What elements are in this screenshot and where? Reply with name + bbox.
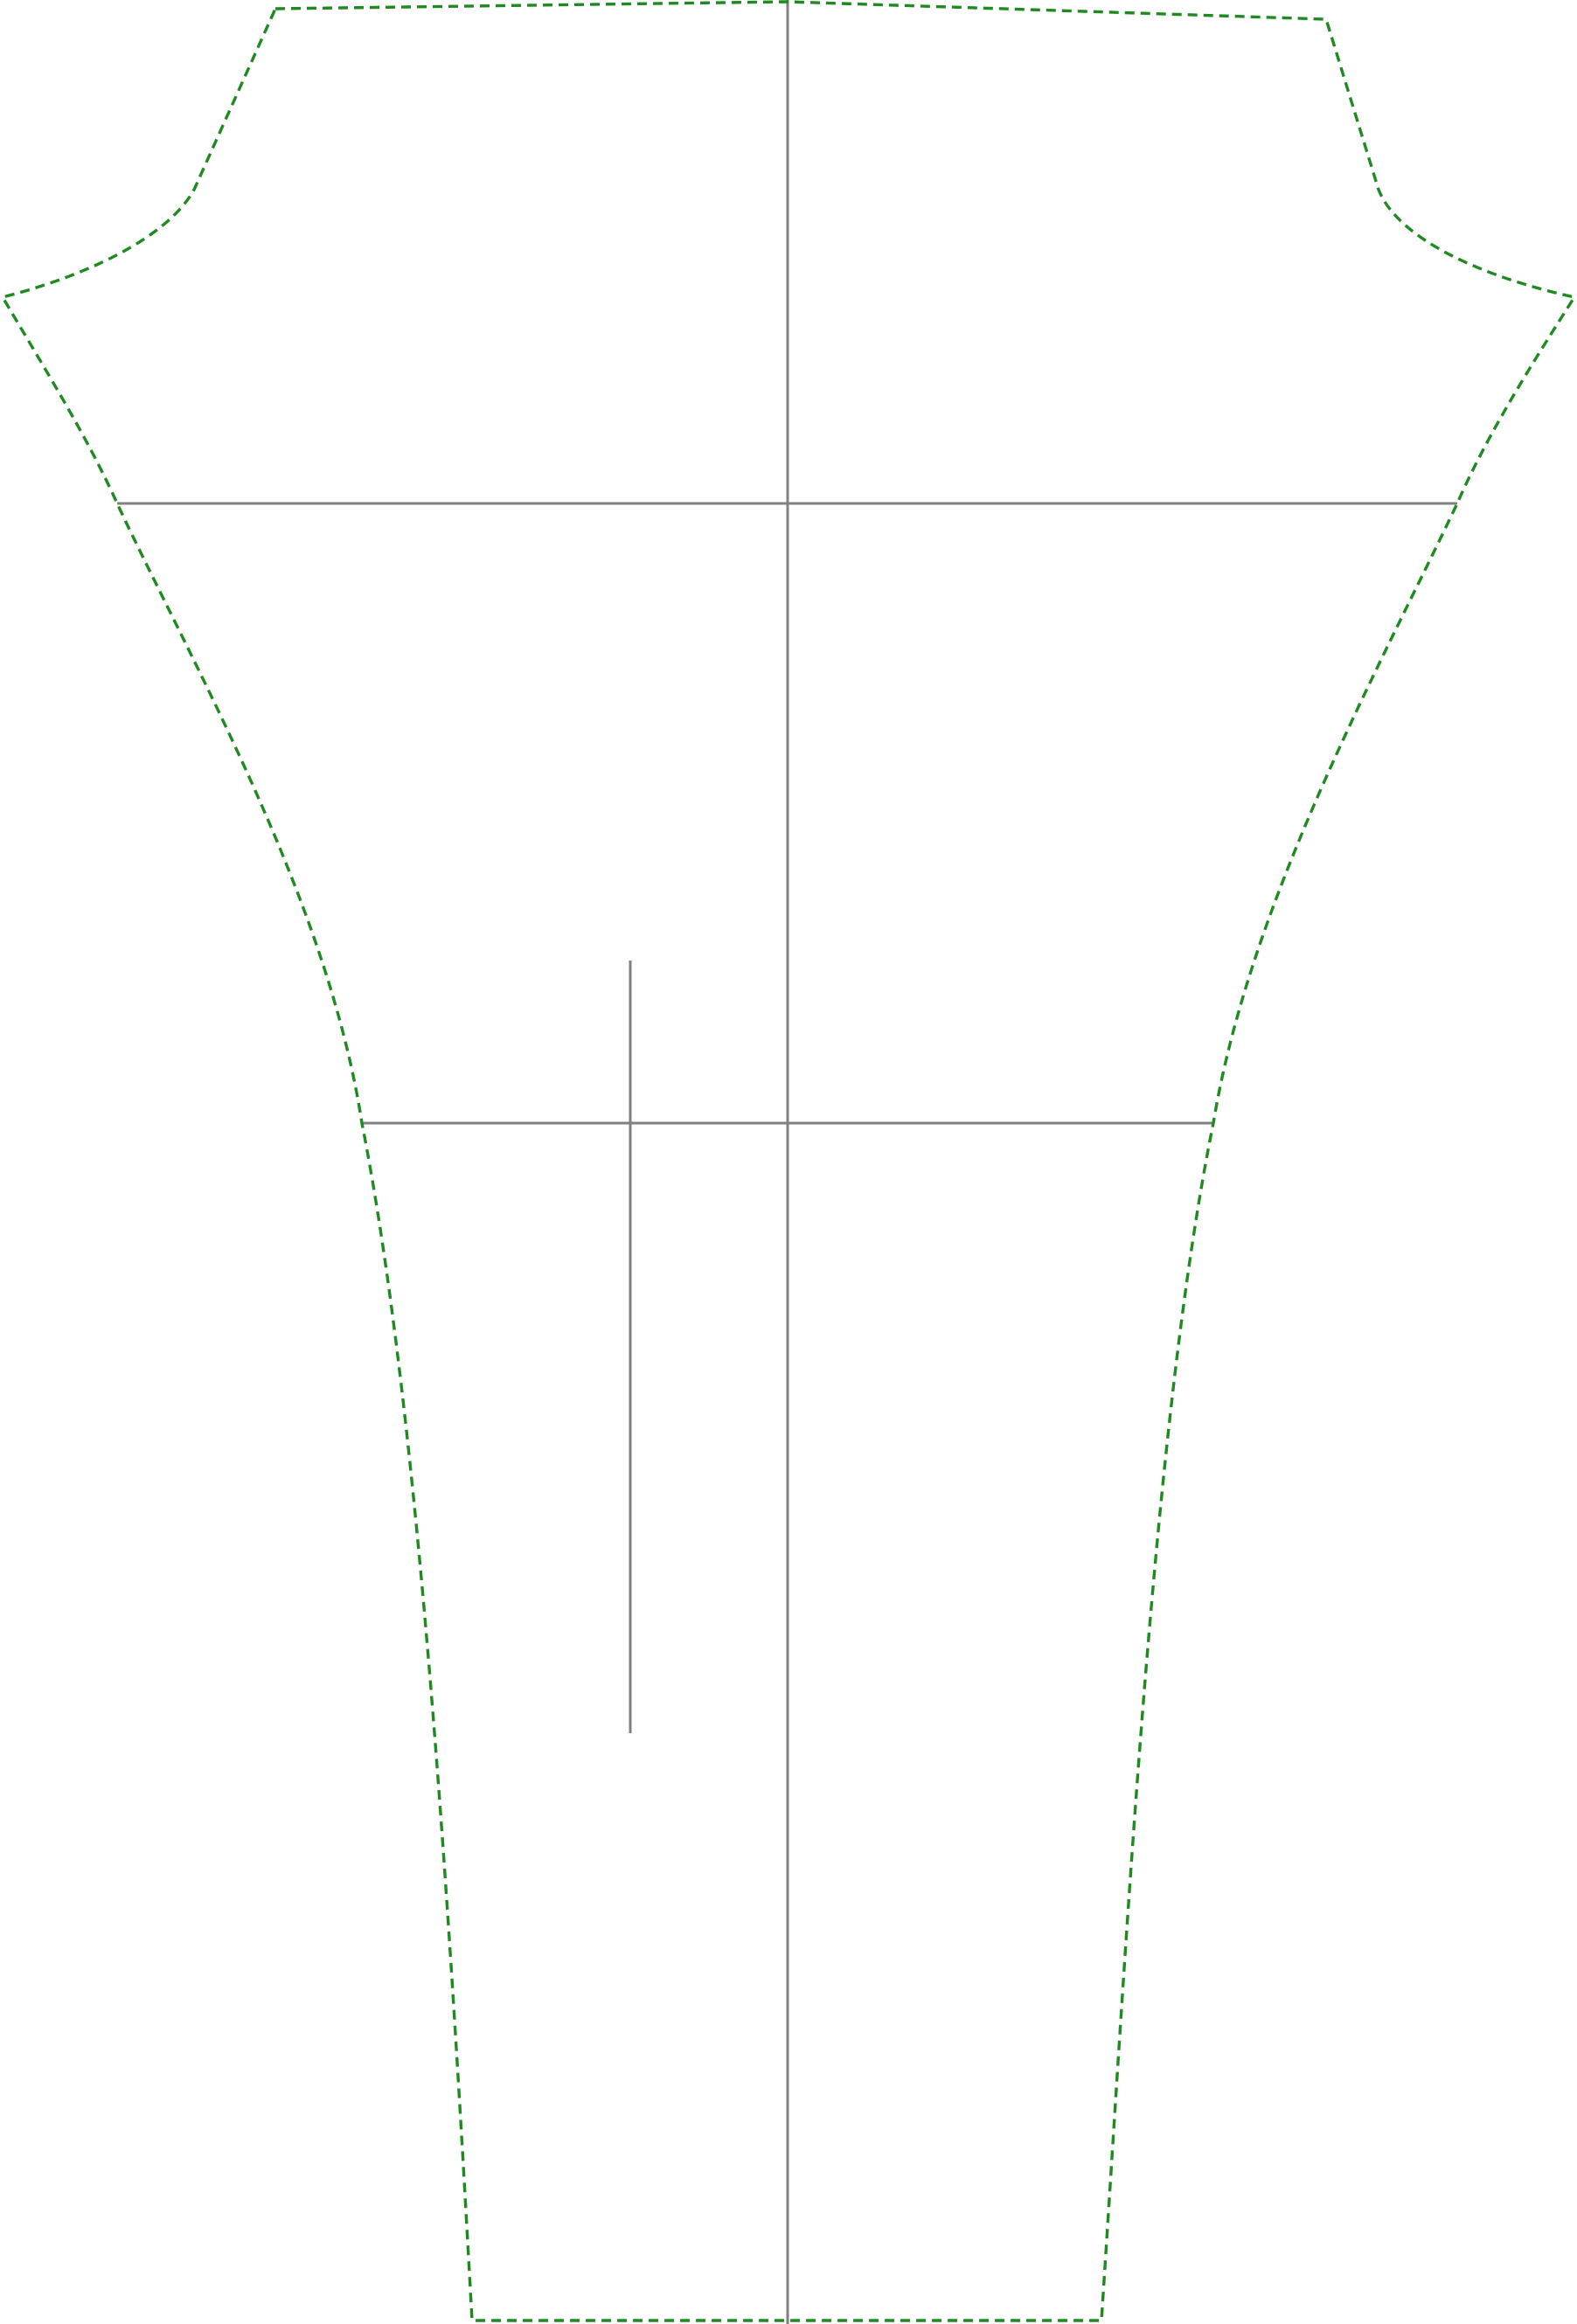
pattern-outline (1, 0, 1576, 2322)
pattern-drawing (1, 0, 1576, 2324)
pattern-canvas (0, 0, 1577, 2324)
